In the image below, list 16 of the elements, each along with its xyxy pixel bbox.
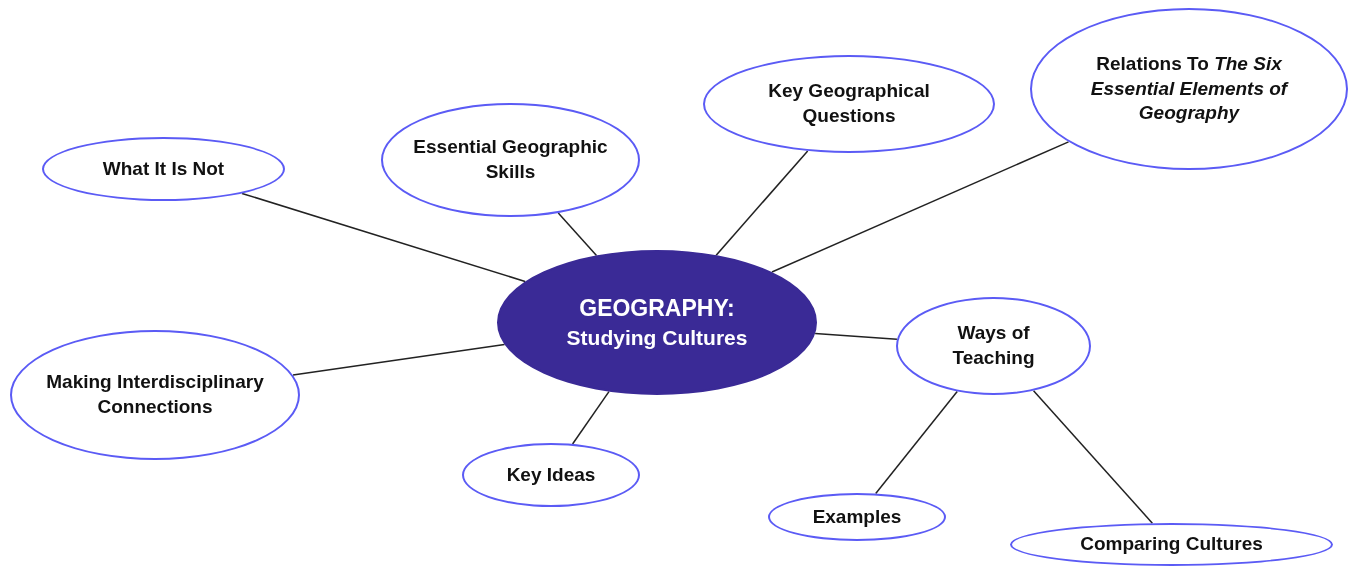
connector-line — [715, 150, 809, 256]
topic-label: Relations To The Six Essential Elements of Geography — [1089, 51, 1290, 126]
topic-label: Comparing Cultures — [1080, 532, 1263, 557]
topic-label: Examples — [812, 504, 902, 529]
connector-line — [241, 192, 526, 283]
topic-label: What It Is Not — [102, 156, 225, 181]
topic-label: Key Ideas — [506, 462, 596, 487]
topic-label: Ways of Teaching — [951, 321, 1036, 370]
topic-label: Essential Geographic Skills — [412, 135, 609, 184]
topic-label: Studying Cultures — [566, 324, 748, 351]
connector-line — [292, 343, 506, 376]
central-heading: GEOGRAPHY: — [579, 293, 735, 323]
topic-label: Key Geographical Questions — [767, 79, 931, 128]
connector-line — [1032, 389, 1154, 524]
connector-line — [771, 141, 1070, 273]
topic-label: Making Interdisciplinary Connections — [45, 370, 265, 419]
